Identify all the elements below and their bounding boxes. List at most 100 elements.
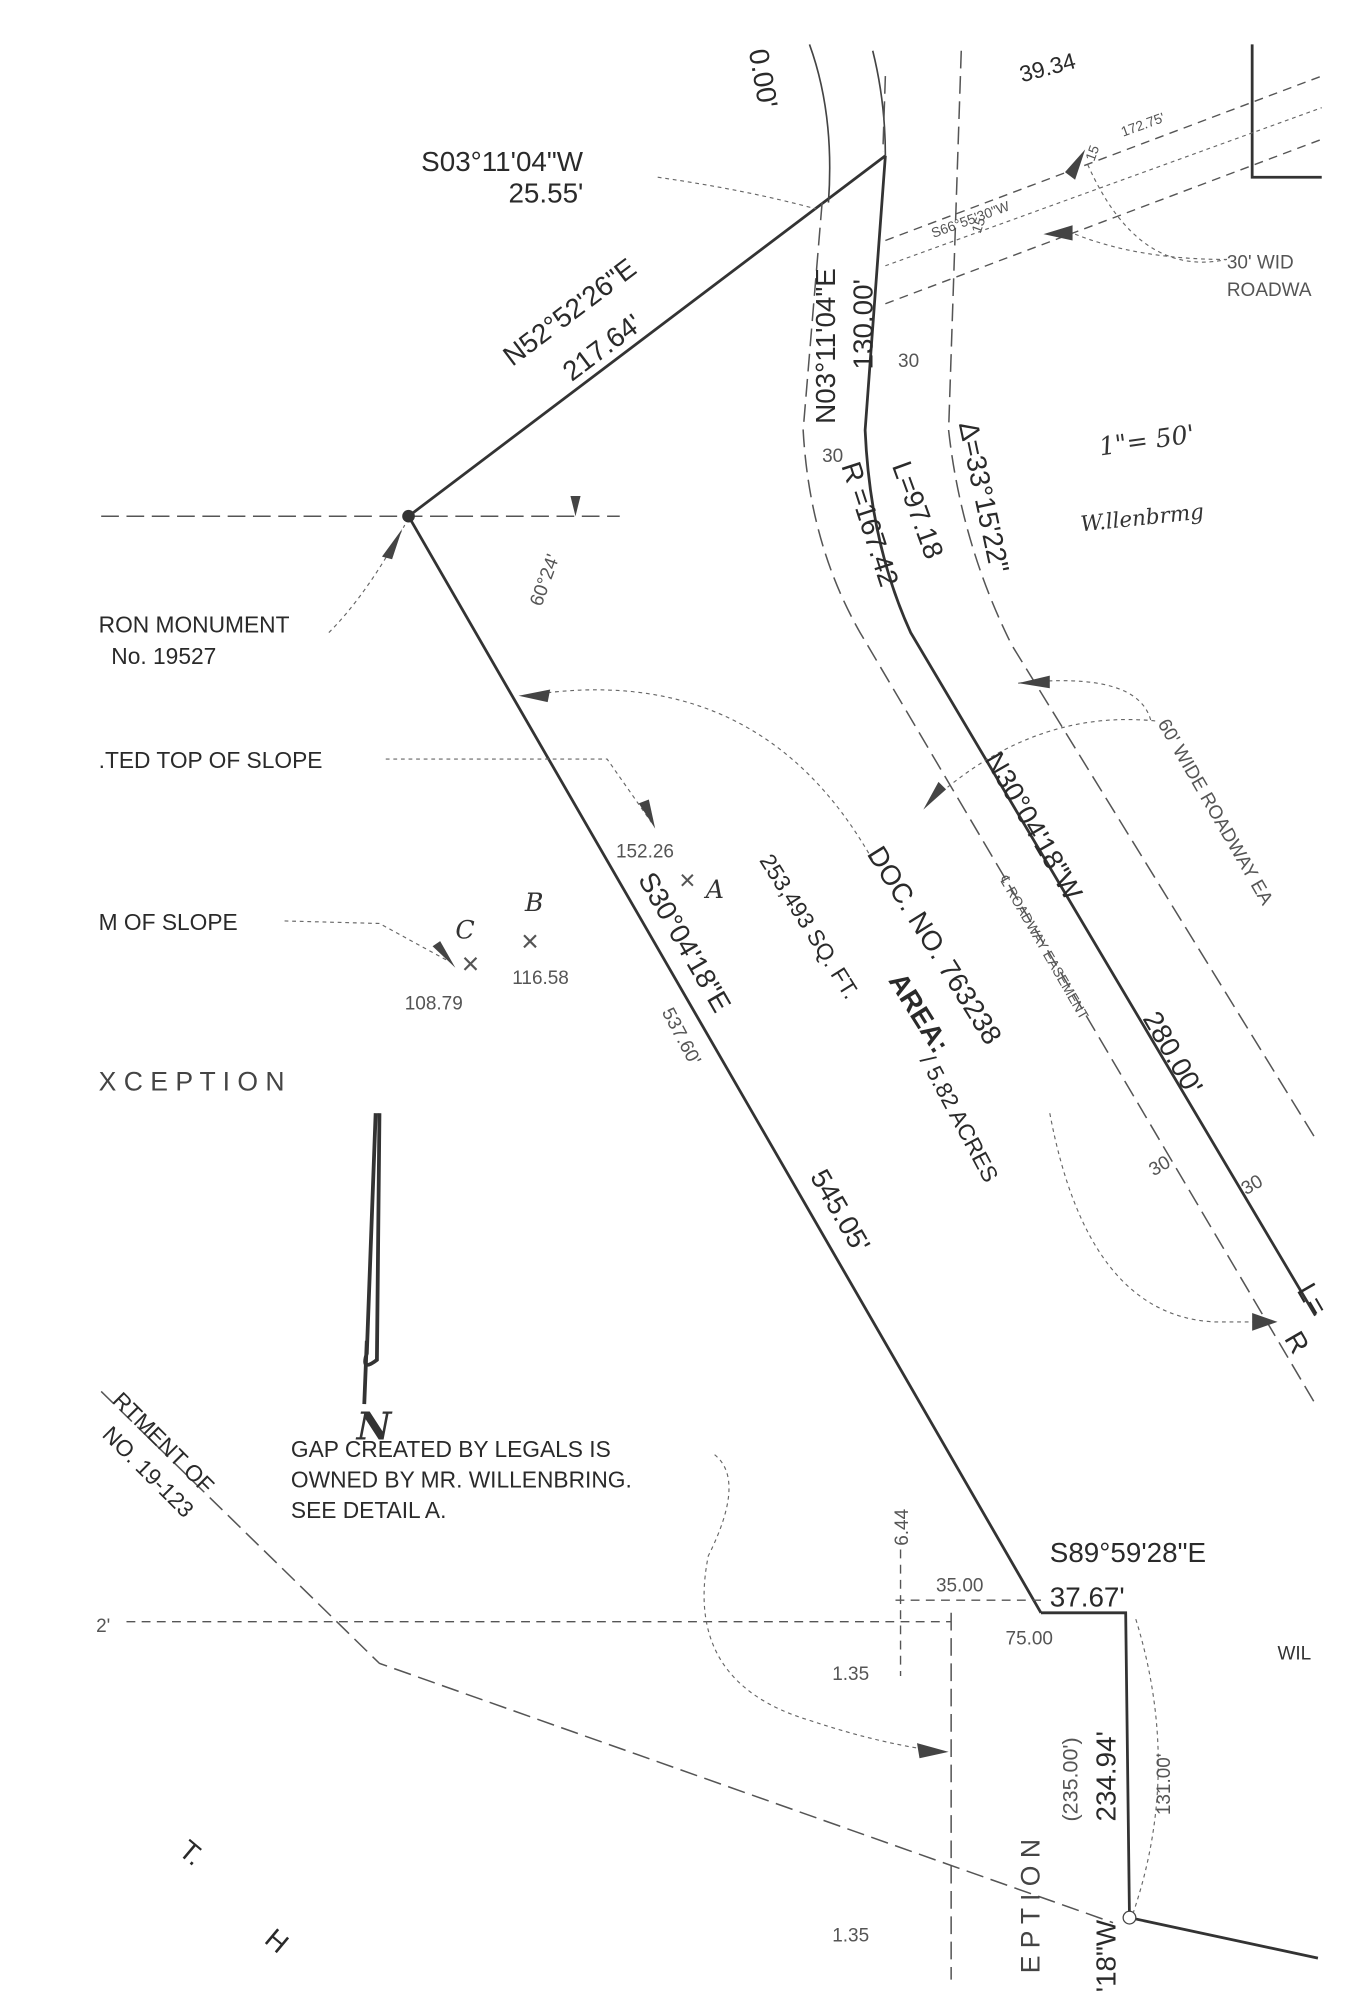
dept-line (100, 1390, 1114, 1924)
leader-30wide (1087, 164, 1227, 263)
line-outer (882, 76, 887, 152)
arrow-icon (1043, 225, 1073, 241)
area-sqft: 253,493 SQ. FT. (755, 849, 865, 1003)
course-n30-label: N30°04'18"W (979, 747, 1089, 906)
right-r-label: R (1279, 1326, 1316, 1359)
gap-note-line: GAP CREATED BY LEGALS IS (291, 1436, 611, 1462)
north-arrow-icon: N (356, 1113, 393, 1449)
dim-644: 6.44 (892, 1509, 913, 1546)
left-edge-label: 2' (96, 1616, 110, 1637)
elevation-a: 152.26 (616, 842, 674, 863)
x-mark-icon: × (521, 925, 539, 958)
leader-60 (935, 718, 1158, 798)
leader-toe-slope (284, 920, 450, 962)
arrow-icon (432, 941, 456, 968)
angle-label: 60°24' (526, 552, 564, 609)
easement-dist: 172.75' (1119, 109, 1167, 139)
roadway-line-a (885, 75, 1322, 242)
top-arc-label: 0.00' (743, 46, 784, 110)
line-delta (947, 50, 1317, 1139)
arrow-icon (916, 1743, 949, 1759)
exception-label-a: X C E P T I O N (99, 1066, 285, 1096)
wide-30-b: ROADWA (1227, 280, 1312, 301)
top-slope-label: .TED TOP OF SLOPE (99, 747, 323, 773)
elevation-b: 116.58 (512, 968, 569, 989)
line-s30 (407, 515, 1043, 1614)
exception-label-b: E P T I O N (1016, 1839, 1046, 1973)
easement-15a: 15 (1082, 143, 1102, 163)
line-top-right (871, 50, 887, 156)
course-s89-label: S89°59'28"E (1050, 1537, 1206, 1568)
bottom-h-label: H (259, 1923, 294, 1960)
dim-7500: 75.00 (1006, 1628, 1053, 1649)
easement-15b: 15 (968, 215, 988, 235)
bottom-t-label: T. (173, 1834, 210, 1872)
x-mark-icon: × (462, 948, 480, 981)
arrow-icon (570, 495, 581, 517)
signature: W.llenbrmg (1079, 500, 1205, 538)
wide-60-label: 60' WIDE ROADWAY EA (1153, 716, 1277, 909)
iron-monument-icon (402, 509, 415, 523)
leader-s03 (657, 176, 816, 210)
gap-note-line: OWNED BY MR. WILLENBRING. (291, 1467, 632, 1493)
corner-monument-icon (1122, 1910, 1137, 1925)
boundary-lines (100, 44, 1322, 1980)
arrow-icon (1018, 675, 1050, 689)
mark-c: C (455, 916, 474, 945)
course-s03-dist: 25.55' (508, 178, 583, 209)
course-n30-dist: 280.00' (1137, 1006, 1209, 1100)
roadway-line-b (885, 107, 1322, 267)
course-n03-dist: 130.00' (848, 279, 879, 369)
leader-60b (1018, 680, 1152, 722)
line-n52 (407, 154, 887, 518)
leader-30wide-b (1074, 233, 1227, 261)
roadway-line-c (885, 138, 1322, 305)
x-mark-icon: × (679, 864, 695, 895)
wil-label: WIL (1277, 1644, 1311, 1665)
arrow-icon (1252, 1313, 1278, 1331)
course-s30-dist-a: 537.60' (657, 1005, 704, 1069)
leader-right (1049, 1113, 1272, 1323)
gap-note-line: SEE DETAIL A. (291, 1497, 447, 1523)
dim-135: 1.35 (832, 1926, 869, 1947)
line-top-arc (808, 44, 831, 203)
wide-30-a: 30' WID (1227, 252, 1294, 273)
course-s30-dist-b: 545.05' (804, 1164, 876, 1258)
dist-235: (235.00') (1059, 1737, 1083, 1821)
course-18w: '18"W (1091, 1919, 1122, 1992)
scale-note: 1"= 50' (1097, 419, 1196, 461)
line-curve-n30 (863, 155, 1317, 1317)
arrow-icon (638, 799, 656, 829)
elevation-c: 108.79 (405, 993, 463, 1014)
offset-30: 30 (898, 351, 919, 372)
dist-131: 131.00' (1154, 1754, 1175, 1816)
course-s89-dist: 37.67' (1050, 1581, 1125, 1612)
line-left-arc (802, 202, 1317, 1405)
curve-delta: Δ=33°15'22" (953, 419, 1015, 576)
north-label: N (356, 1404, 393, 1449)
top-dist-label: 39.34 (1017, 47, 1079, 87)
leader-gap (703, 1454, 947, 1753)
course-n03-label: N03°11'04"E (810, 268, 841, 424)
mark-a: A (704, 875, 724, 904)
arc-131 (1131, 1618, 1159, 1917)
course-s03-label: S03°11'04"W (421, 146, 584, 177)
mark-b: B (524, 888, 544, 917)
toe-slope-label: M OF SLOPE (99, 909, 238, 935)
dist-23494: 234.94' (1091, 1731, 1122, 1821)
line-s89 (1040, 1611, 1319, 1960)
offset-30: 30 (1238, 1171, 1267, 1200)
monument-label-b: No. 19527 (111, 643, 216, 669)
arrow-icon (381, 528, 403, 560)
area-acres: / 5.82 ACRES (915, 1050, 1004, 1186)
monument-label-a: RON MONUMENT (99, 612, 290, 638)
arrow-icon (923, 781, 947, 810)
leader-doc (524, 689, 874, 861)
dim-3500: 35.00 (936, 1575, 983, 1596)
arrow-icon (1064, 149, 1086, 180)
box-top-right (1250, 44, 1322, 179)
curve-length: L=97.18 (886, 457, 950, 563)
dim-135: 1.35 (832, 1664, 869, 1685)
arrow-icon (518, 689, 551, 703)
